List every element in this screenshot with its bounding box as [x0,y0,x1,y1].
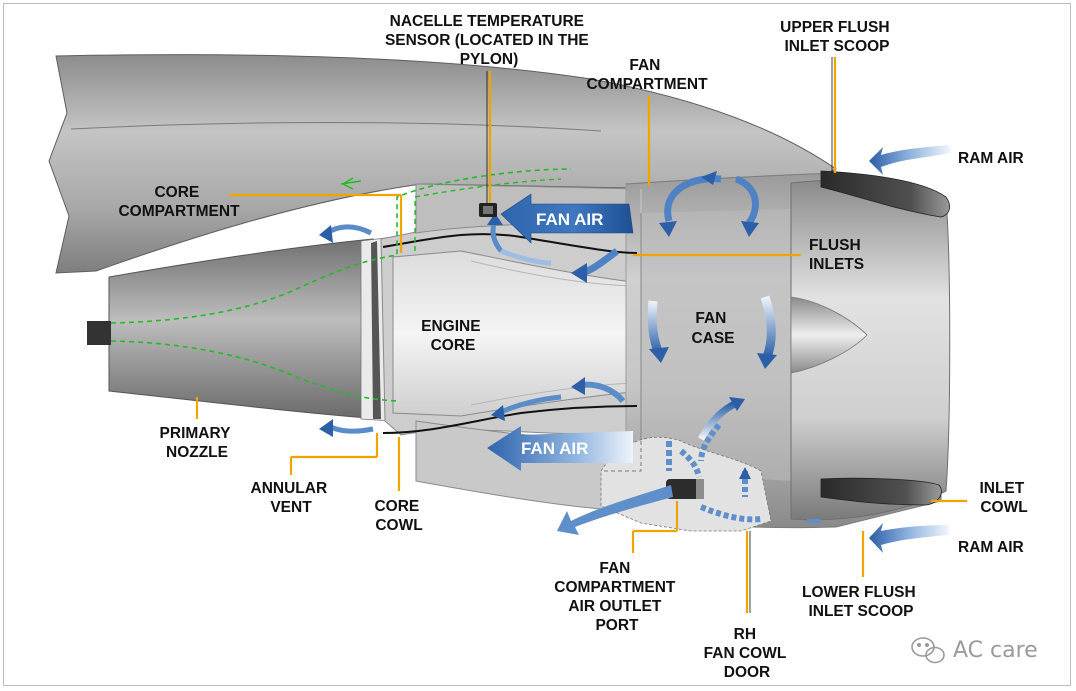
upper-flush-inlet-scoop-label: UPPER FLUSH INLET SCOOP [780,19,894,55]
core-compartment-label: CORE COMPARTMENT [118,184,240,220]
fan-air-lower-arrow [487,426,633,471]
pylon [48,54,837,274]
ram-air-upper-label: RAM AIR [958,150,1024,167]
fan-case-label: FAN CASE [691,310,734,347]
exhaust-plug [87,321,111,345]
outlet-port [666,479,702,499]
watermark: AC care [911,637,1038,664]
fan-case [641,209,791,481]
fan-air-upper-label: FAN AIR [536,210,603,229]
nacelle-temp-sensor-label: NACELLE TEMPERATURE SENSOR (LOCATED IN T… [385,13,593,68]
engine-diagram: NACELLE TEMPERATURE SENSOR (LOCATED IN T… [48,13,1038,681]
outlet-exhaust-arrow [557,485,673,535]
ram-air-lower-arrow [869,523,949,553]
ram-air-lower-label: RAM AIR [958,539,1024,556]
wechat-logo-icon [911,637,945,664]
rh-fan-cowl-door-label: RH FAN COWL DOOR [704,626,791,681]
engine-core-label: ENGINE CORE [421,318,485,354]
flush-inlets-label: FLUSH INLETS [809,237,865,273]
lower-flush-inlet-scoop-label: LOWER FLUSH INLET SCOOP [802,584,920,620]
leader-lines [195,57,967,613]
fan-compartment-label: FAN COMPARTMENT [586,57,708,93]
ram-air-upper-arrow [869,145,951,175]
diagram-frame: NACELLE TEMPERATURE SENSOR (LOCATED IN T… [3,3,1071,686]
vent-path-upper [110,168,572,324]
fan-compartment-air-outlet-port-label: FAN COMPARTMENT AIR OUTLET PORT [554,560,679,634]
watermark-text: AC care [953,638,1038,663]
primary-nozzle-label: PRIMARY NOZZLE [160,425,235,461]
fan-air-lower-label: FAN AIR [521,439,588,458]
core-cowl-label: CORE COWL [374,498,423,534]
spinner [790,296,868,374]
fan-air-upper-arrow [500,193,634,244]
inlet-cowl-label: INLET COWL [979,480,1028,516]
annular-vent-label: ANNULAR VENT [251,480,332,516]
